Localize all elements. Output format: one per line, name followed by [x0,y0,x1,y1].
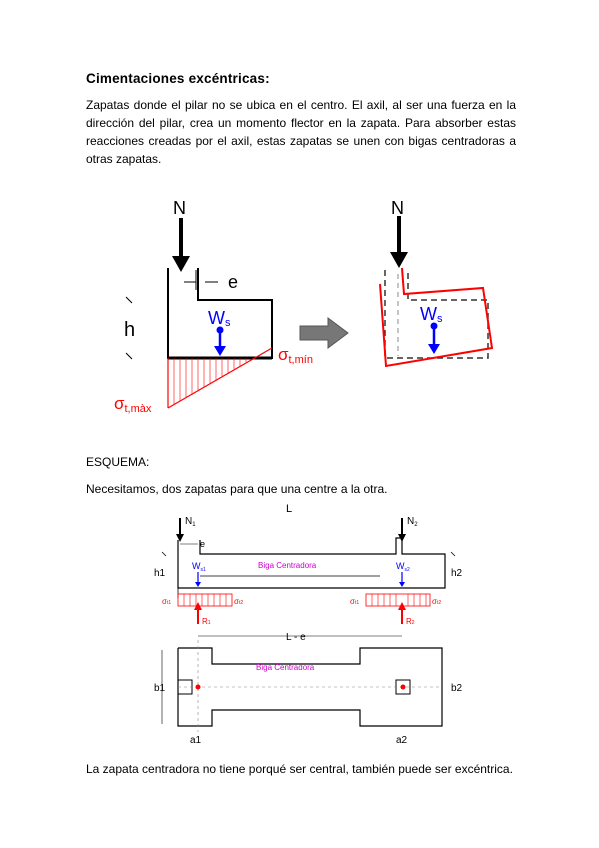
svg-text:σt2: σt2 [234,597,243,606]
span-reduced-dimension: L - e [198,632,402,643]
w2-sub: s2 [405,567,411,573]
svg-text:σt1: σt1 [162,597,171,606]
stress-left: σt1 σt2 R1 [162,593,243,626]
sig-right-a: σ [350,597,355,606]
self-weight-left: Ws [208,308,231,356]
eccentricity-label: e [228,272,238,292]
axial-load-label-right: N [391,198,404,218]
r2-label: R [406,617,412,626]
svg-text:Ws2: Ws2 [396,561,410,573]
beam-label-plan: Biga Centradora [256,663,315,672]
self-weight-label-right: W [420,304,437,324]
w2-label: W [396,561,405,571]
r1-sub: 1 [208,620,211,626]
svg-text:σt,mín: σt,mín [278,345,313,366]
stress-min-symbol: σ [278,345,289,364]
length-label-left: a1 [190,735,202,746]
height-label-right: h2 [451,568,463,579]
r1-label: R [202,617,208,626]
footing-rotated-right: N Ws [379,198,494,368]
r2-sub: 2 [412,620,415,626]
load-left-sub: 1 [192,522,196,528]
stress-max-sub: t,màx [125,403,152,415]
svg-text:R2: R2 [406,617,415,626]
transition-arrow [299,317,349,349]
eccentricity-marker: e [184,270,238,292]
conclusion-paragraph: La zapata centradora no tiene porqué ser… [86,762,513,776]
svg-text:σt,màx: σt,màx [114,394,152,415]
stress-right: σt1 σt2 R2 [350,593,441,626]
plan-view: Biga Centradora b1 b2 a1 a2 [154,640,463,746]
stress-distribution: σt,mín σt,màx [114,345,313,415]
stress-max-symbol: σ [114,394,125,413]
svg-text:σt2: σt2 [432,597,441,606]
sig-right-b: σ [432,597,437,606]
self-weight-sub: s [225,317,231,329]
svg-text:R1: R1 [202,617,211,626]
load-right-sub: 2 [414,522,418,528]
svg-text:Ws: Ws [208,308,231,329]
sig-left-b-sub: t2 [239,600,243,606]
schema-intro: Necesitamos, dos zapatas para que una ce… [86,482,388,496]
load-right-label: N [407,516,414,527]
sig-right-a-sub: t1 [355,600,359,606]
w1-label: W [192,561,201,571]
width-label-left: b1 [154,683,166,694]
centering-beam-schema: L N1 N2 e h1 h2 [154,503,463,746]
intro-paragraph: Zapatas donde el pilar no se ubica en el… [86,98,516,166]
svg-text:N2: N2 [407,516,418,528]
height-label: h [124,319,135,341]
stress-min-sub: t,mín [289,354,313,366]
sig-left-a: σ [162,597,167,606]
span-label: L [286,503,292,515]
w1-sub: s1 [201,567,207,573]
span-reduced-label: L - e [286,632,306,643]
sig-left-a-sub: t1 [167,600,171,606]
elevation-view: e h1 h2 Biga Centradora Ws1 Ws2 [154,537,463,598]
self-weight-sub-right: s [437,313,443,325]
height-label-left: h1 [154,568,166,579]
width-label-right: b2 [451,683,463,694]
length-label-right: a2 [396,735,408,746]
self-weight-label: W [208,308,225,328]
section-heading: Cimentaciones excéntricas: [86,71,270,86]
axial-load-label: N [173,198,186,218]
svg-text:e: e [200,539,205,549]
svg-text:Ws: Ws [420,304,443,325]
svg-text:Ws1: Ws1 [192,561,206,573]
eccentricity-label: e [200,539,205,549]
svg-text:σt1: σt1 [350,597,359,606]
eccentric-footing-figure: N e h Ws [114,198,494,415]
svg-text:N1: N1 [185,516,196,528]
sig-left-b: σ [234,597,239,606]
load-left: N1 [176,516,196,542]
load-left-label: N [185,516,192,527]
beam-label-elevation: Biga Centradora [258,561,317,570]
sig-right-b-sub: t2 [437,600,441,606]
schema-label: ESQUEMA: [86,455,150,469]
axial-load-arrow: N [172,198,190,272]
height-dimension: h [124,296,135,360]
